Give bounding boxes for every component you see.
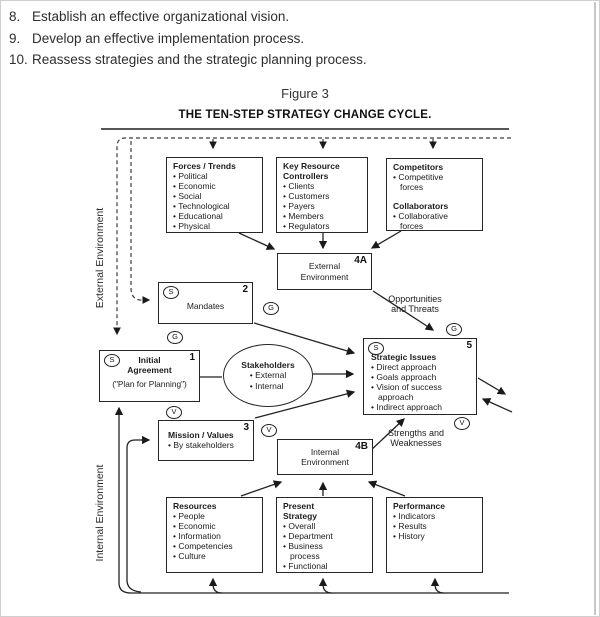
box-title: Present Strategy <box>283 501 318 522</box>
bullet-item: By stakeholders <box>168 440 251 450</box>
box-number: 1 <box>189 352 195 363</box>
present-strategy-box: Present Strategy Overall Department Busi… <box>276 497 373 573</box>
bullet-item: Vision of success approach <box>371 382 474 402</box>
performance-box: Performance Indicators Results History <box>386 497 483 573</box>
box-title: Forces / Trends <box>173 161 236 171</box>
strengths-weaknesses-label: Strengths and Weaknesses <box>379 428 453 449</box>
box-title: Resources <box>173 501 217 511</box>
initial-agreement-box: S 1 Initial Agreement ("Plan for Plannin… <box>99 350 200 402</box>
list-item-text: Reassess strategies and the strategic pl… <box>32 52 367 68</box>
bullet-item: Information <box>173 531 260 541</box>
bullet-item: Collaborative forces <box>393 211 462 231</box>
bullet-item: People <box>173 511 260 521</box>
bullet-item: Payers <box>283 201 365 211</box>
box-title: Mandates <box>186 300 225 311</box>
box-number: 2 <box>242 284 248 295</box>
figure-label: Figure 3 <box>281 86 329 101</box>
opportunities-threats-label: Opportunities and Threats <box>381 294 449 315</box>
vision-badge: V <box>166 406 182 419</box>
bullet-item: Political <box>173 171 260 181</box>
bullet-item: Goals approach <box>371 372 474 382</box>
annotation-line: and Threats <box>391 304 439 315</box>
bullet-item: Members <box>283 211 365 221</box>
bullet-item: Internal <box>250 381 287 391</box>
list-item: 10. Reassess strategies and the strategi… <box>9 49 367 71</box>
step-badge: S <box>104 354 120 367</box>
box-title: Mission / Values <box>168 430 234 440</box>
list-item: 9. Develop an effective implementation p… <box>9 28 367 50</box>
resources-box: Resources People Economic Information Co… <box>166 497 263 573</box>
box-title: Strategic Issues <box>371 352 437 362</box>
mandates-box: S 2 Mandates <box>158 282 253 324</box>
bullet-item: Regulators <box>283 221 365 231</box>
bullet-item: Department <box>283 531 352 541</box>
numbered-list: 8. Establish an effective organizational… <box>9 6 367 71</box>
annotation-line: Weaknesses <box>390 438 442 449</box>
forces-trends-box: Forces / Trends Political Economic Socia… <box>166 157 263 233</box>
bullet-item: Physical <box>173 221 260 231</box>
box-number: 4B <box>355 441 368 452</box>
bullet-item: Customers <box>283 191 365 201</box>
bullet-item: Business process <box>283 541 352 561</box>
bullet-item: Culture <box>173 551 260 561</box>
goal-badge: G <box>167 331 183 344</box>
annotation-line: Strengths and <box>387 428 445 438</box>
competitors-collaborators-box: Competitors Competitive forces Collabora… <box>386 158 483 231</box>
bullet-item: Indirect approach <box>371 402 474 412</box>
goal-badge: G <box>446 323 462 336</box>
box-number: 4A <box>354 255 367 266</box>
bullet-item: Competencies <box>173 541 260 551</box>
list-item: 8. Establish an effective organizational… <box>9 6 367 28</box>
box-title: Collaborators <box>393 201 449 212</box>
bullet-item: Results <box>393 521 480 531</box>
box-title: External Environment <box>300 261 349 282</box>
mission-values-box: 3 Mission / Values By stakeholders <box>158 420 254 461</box>
bullet-item: Clients <box>283 181 365 191</box>
list-item-text: Establish an effective organizational vi… <box>32 9 290 24</box>
bullet-item: Economic <box>173 181 260 191</box>
step-badge: S <box>368 342 384 355</box>
bullet-item: Overall <box>283 521 352 531</box>
bullet-item: Direct approach <box>371 362 474 372</box>
bullet-item: Social <box>173 191 260 201</box>
annotation-line: Opportunities <box>388 294 442 304</box>
internal-environment-box: 4B Internal Environment <box>277 439 373 475</box>
box-title: Initial Agreement <box>127 355 172 376</box>
external-environment-label: External Environment <box>94 207 106 309</box>
key-resource-controllers-box: Key Resource Controllers Clients Custome… <box>276 157 368 233</box>
bullet-item: Educational <box>173 211 260 221</box>
box-title: Performance <box>393 501 445 511</box>
list-item-number: 8. <box>9 9 21 24</box>
box-number: 3 <box>243 422 249 433</box>
vision-badge: V <box>454 417 470 430</box>
stakeholders-ellipse: Stakeholders External Internal <box>223 344 313 407</box>
external-environment-box: 4A External Environment <box>277 253 372 290</box>
step-badge: S <box>163 286 179 299</box>
internal-environment-label: Internal Environment <box>94 464 106 562</box>
bullet-item: Economic <box>173 521 260 531</box>
strategic-issues-box: S 5 Strategic Issues Direct approach Goa… <box>363 338 477 415</box>
box-title: Key Resource Controllers <box>283 161 340 182</box>
bullet-item: Functional <box>283 561 352 571</box>
list-item-number: 9. <box>9 30 21 46</box>
bullet-item: External <box>250 370 286 380</box>
bullet-item: History <box>393 531 480 541</box>
box-number: 5 <box>466 340 472 351</box>
box-subtitle: ("Plan for Planning") <box>112 379 187 390</box>
box-title: Internal Environment <box>301 446 349 467</box>
list-item-number: 10. <box>9 52 28 68</box>
box-title: Competitors <box>393 162 444 172</box>
bullet-item: Technological <box>173 201 260 211</box>
bullet-item: Competitive forces <box>393 172 462 192</box>
list-item-text: Develop an effective implementation proc… <box>32 30 305 46</box>
ellipse-title: Stakeholders <box>241 360 295 371</box>
figure-title: THE TEN-STEP STRATEGY CHANGE CYCLE. <box>178 109 432 121</box>
goal-badge: G <box>263 302 279 315</box>
vision-badge: V <box>261 424 277 437</box>
bullet-item: Indicators <box>393 511 480 521</box>
